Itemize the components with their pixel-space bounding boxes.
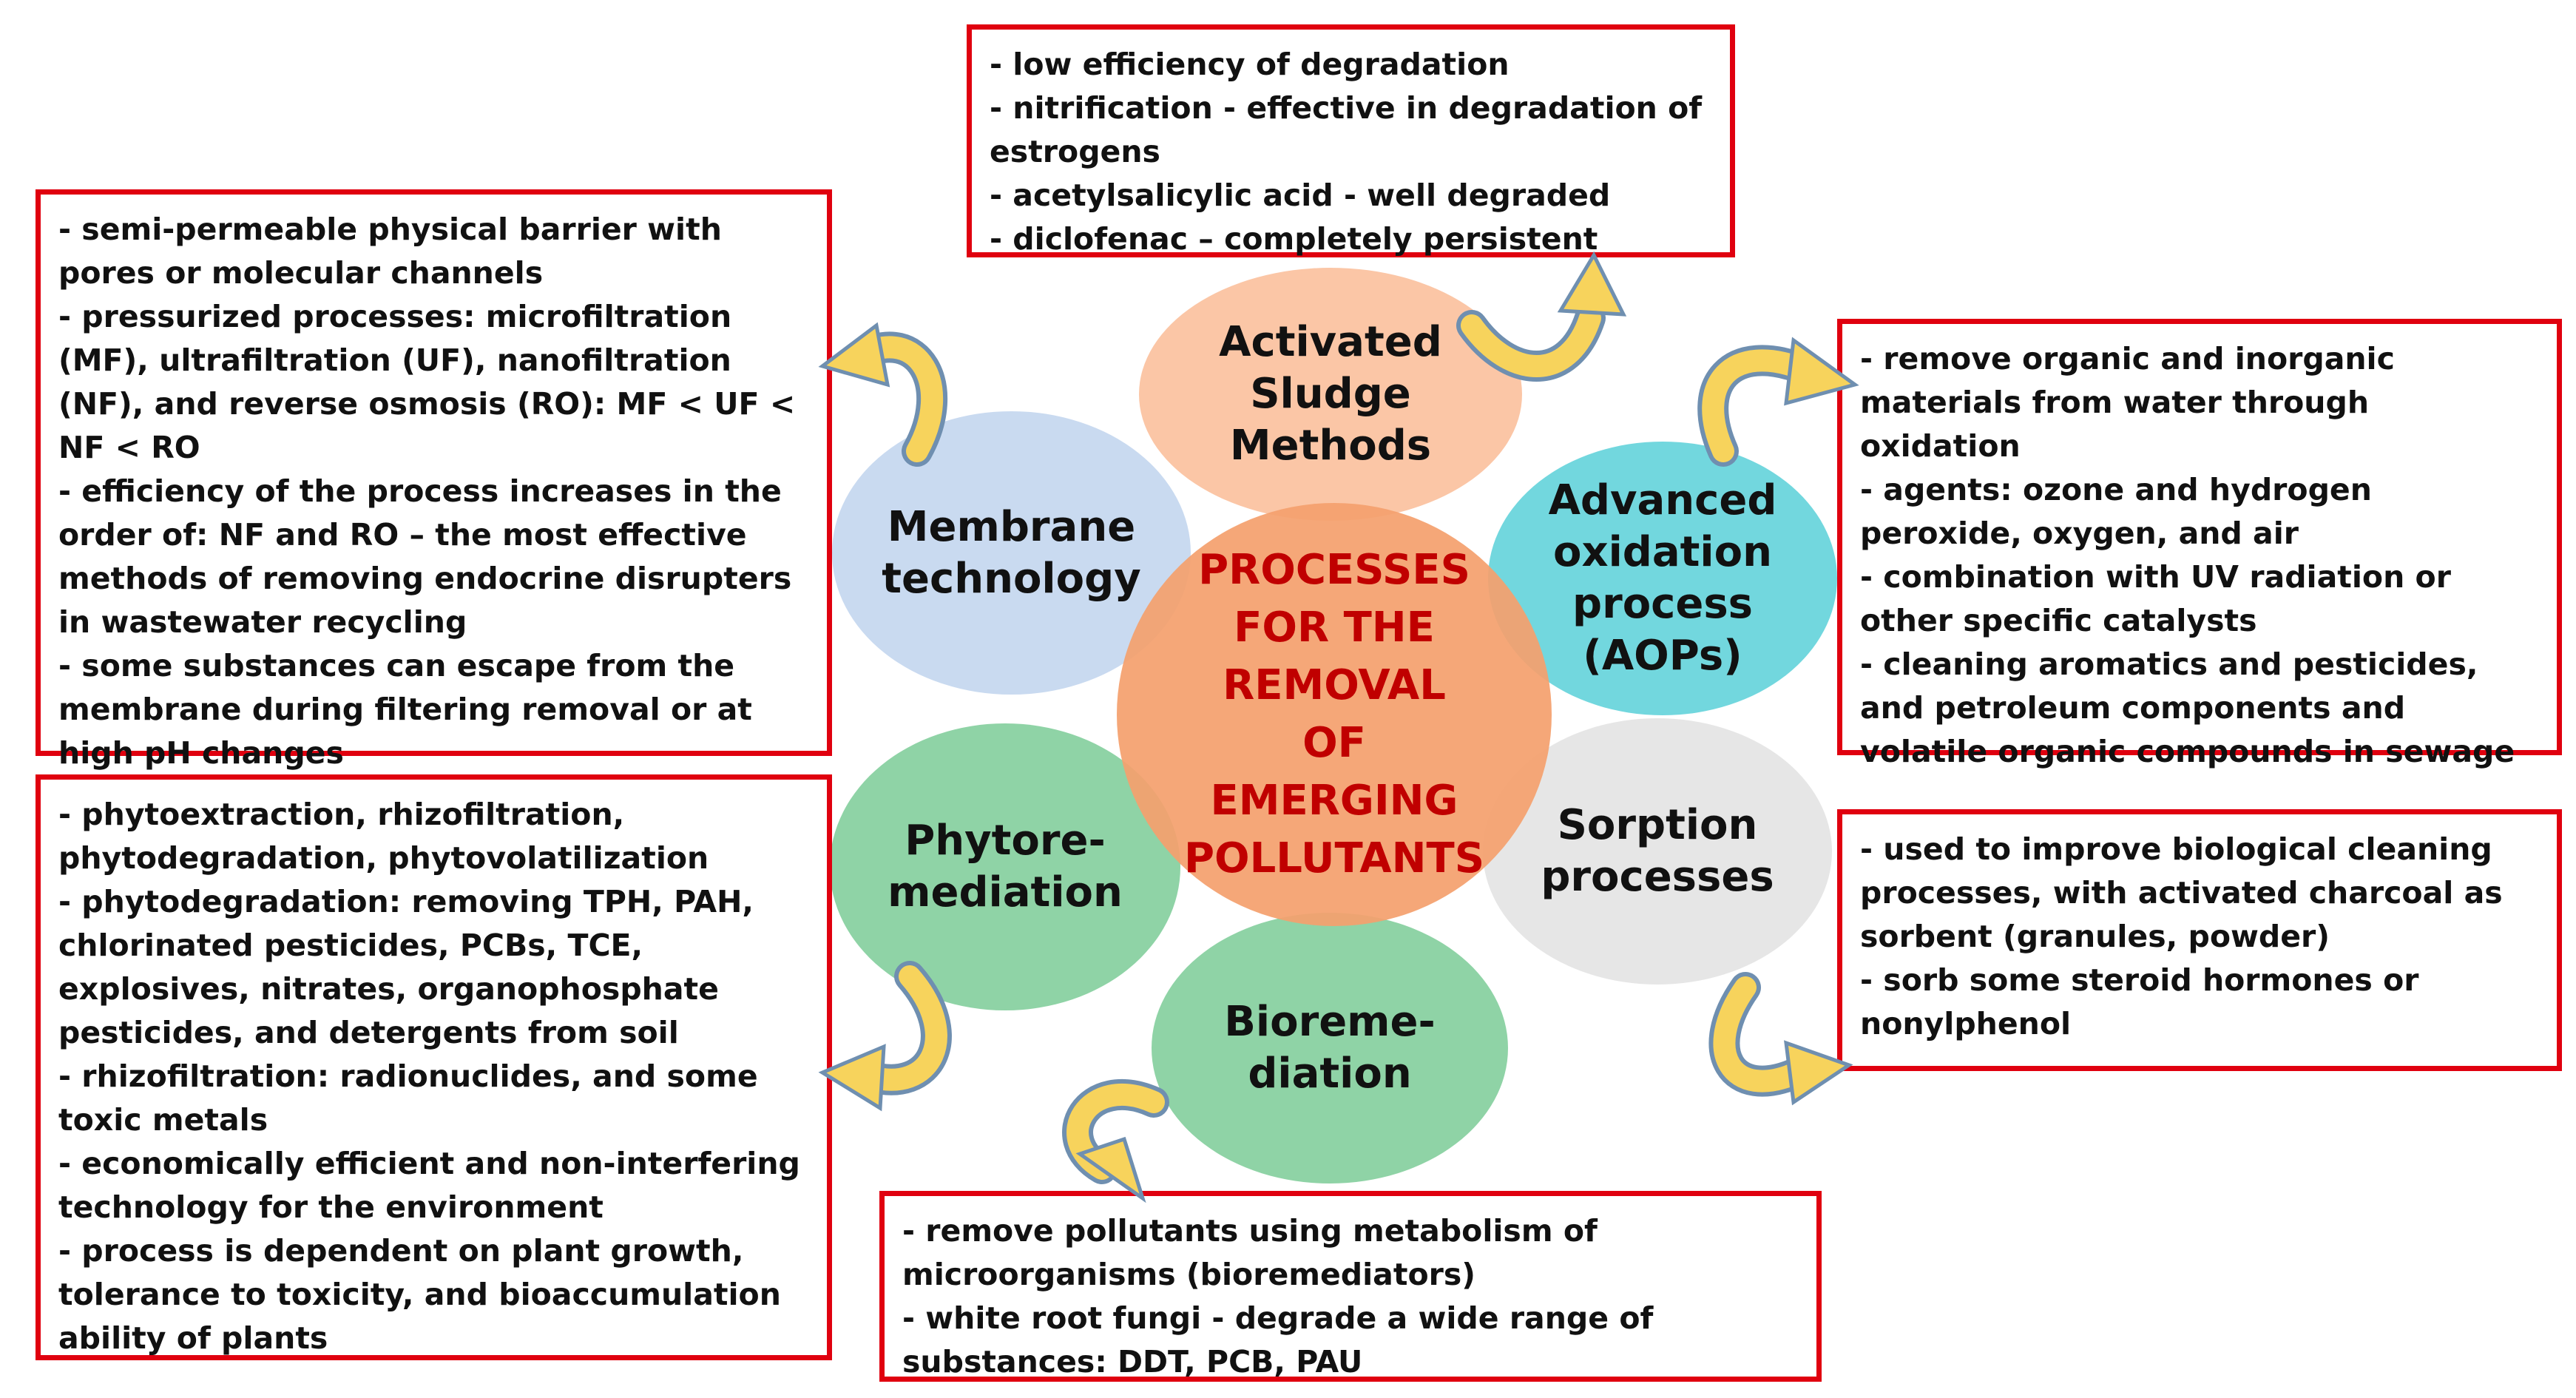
- box-line: - rhizofiltration: radionuclides, and so…: [58, 1058, 758, 1138]
- box-line: - economically efficient and non-interfe…: [58, 1146, 800, 1225]
- box-line: - cleaning aromatics and pesticides, and…: [1860, 646, 2515, 769]
- box-line: - process is dependent on plant growth, …: [58, 1233, 781, 1356]
- box-advanced-oxidation-list: - remove organic and inorganic materials…: [1860, 337, 2539, 774]
- box-line: - combination with UV radiation or other…: [1860, 559, 2451, 638]
- method-bioremediation: Bioreme- diation: [1152, 913, 1508, 1183]
- center-title: PROCESSES FOR THE REMOVAL OF EMERGING PO…: [1183, 546, 1485, 882]
- method-sorption-label: Sorption processes: [1541, 801, 1774, 901]
- box-line: - nitrification - effective in degradati…: [990, 90, 1703, 169]
- box-line: - diclofenac – completely persistent: [990, 221, 1598, 257]
- method-bioremediation-label: Bioreme- diation: [1224, 998, 1436, 1098]
- box-advanced-oxidation: - remove organic and inorganic materials…: [1837, 319, 2562, 769]
- method-phytoremediation: Phytore- mediation: [830, 723, 1180, 1010]
- box-line: - agents: ozone and hydrogen peroxide, o…: [1860, 472, 2372, 551]
- method-membrane-label: Membrane technology: [882, 502, 1141, 603]
- box-activated-sludge-list: - low efficiency of degradation - nitrifi…: [990, 43, 1712, 261]
- box-activated-sludge: - low efficiency of degradation - nitrifi…: [967, 24, 1735, 257]
- method-activated-sludge-label: Activated Sludge Methods: [1219, 318, 1442, 470]
- method-phytoremediation-label: Phytore- mediation: [888, 817, 1123, 916]
- arrow-sorption-icon: [1708, 972, 1853, 1106]
- box-line: - used to improve biological cleaning pr…: [1860, 831, 2503, 954]
- box-membrane-list: - semi-permeable physical barrier with p…: [58, 208, 809, 775]
- box-phytoremediation: - phytoextraction, rhizofiltration, phyt…: [36, 774, 832, 1360]
- box-line: - efficiency of the process increases in…: [58, 473, 792, 640]
- arrow-bioremediation-icon: [1062, 1079, 1169, 1203]
- box-membrane: - semi-permeable physical barrier with p…: [36, 189, 832, 771]
- box-phytoremediation-list: - phytoextraction, rhizofiltration, phyt…: [58, 793, 809, 1360]
- box-line: - white root fungi - degrade a wide rang…: [902, 1300, 1654, 1380]
- arrow-advanced-oxidation-icon: [1697, 337, 1859, 467]
- box-line: - low efficiency of degradation: [990, 47, 1510, 82]
- box-line: - semi-permeable physical barrier with p…: [58, 212, 722, 291]
- box-line: - some substances can escape from the me…: [58, 648, 752, 771]
- arrow-activated-sludge-icon: [1456, 251, 1627, 382]
- center-processes: PROCESSES FOR THE REMOVAL OF EMERGING PO…: [1117, 503, 1552, 926]
- box-sorption: - used to improve biological cleaning pr…: [1837, 809, 2562, 1071]
- method-advanced-oxidation-label: Advanced oxidation process (AOPs): [1548, 476, 1777, 680]
- box-bioremediation-list: - remove pollutants using metabolism of …: [902, 1209, 1799, 1384]
- box-line: - remove organic and inorganic materials…: [1860, 341, 2395, 464]
- box-line: - acetylsalicylic acid - well degraded: [990, 178, 1611, 213]
- box-sorption-list: - used to improve biological cleaning pr…: [1860, 828, 2539, 1046]
- arrow-phytoremediation-icon: [818, 961, 952, 1112]
- box-line: - pressurized processes: microfiltration…: [58, 299, 796, 465]
- arrow-membrane-icon: [818, 322, 948, 467]
- box-line: - phytodegradation: removing TPH, PAH, c…: [58, 884, 754, 1050]
- box-line: - sorb some steroid hormones or nonylphe…: [1860, 962, 2419, 1041]
- box-line: - phytoextraction, rhizofiltration, phyt…: [58, 797, 709, 876]
- box-bioremediation: - remove pollutants using metabolism of …: [879, 1191, 1822, 1382]
- method-activated-sludge: Activated Sludge Methods: [1139, 268, 1522, 521]
- box-line: - remove pollutants using metabolism of …: [902, 1213, 1598, 1292]
